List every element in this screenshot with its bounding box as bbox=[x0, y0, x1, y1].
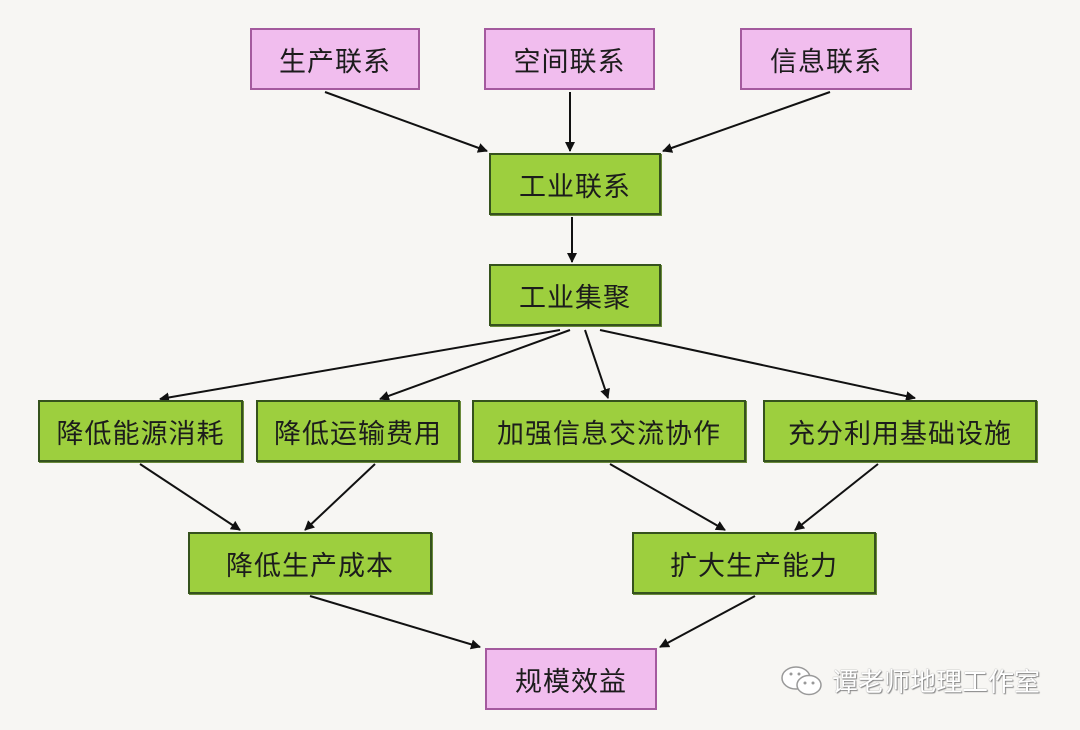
arrow bbox=[662, 91, 831, 153]
arrow bbox=[159, 329, 561, 403]
watermark-text: 谭老师地理工作室 bbox=[832, 668, 1041, 698]
node-industrial-linkage: 工业联系 bbox=[489, 153, 661, 215]
arrow bbox=[139, 463, 241, 531]
node-reduce-transport: 降低运输费用 bbox=[256, 400, 460, 462]
arrow bbox=[659, 595, 756, 648]
watermark: 谭老师地理工作室 bbox=[780, 662, 1040, 699]
node-production-linkage: 生产联系 bbox=[250, 28, 420, 90]
node-reduce-energy: 降低能源消耗 bbox=[38, 400, 243, 462]
node-scale-economies: 规模效益 bbox=[485, 648, 657, 710]
arrow bbox=[309, 595, 481, 650]
node-expand-capacity: 扩大生产能力 bbox=[632, 532, 876, 594]
arrow bbox=[379, 329, 571, 401]
node-infrastructure: 充分利用基础设施 bbox=[763, 400, 1037, 462]
arrow bbox=[609, 463, 726, 531]
node-industrial-agglomeration: 工业集聚 bbox=[489, 264, 661, 326]
arrow bbox=[599, 329, 916, 401]
node-spatial-linkage: 空间联系 bbox=[484, 28, 655, 90]
node-information-linkage: 信息联系 bbox=[740, 28, 912, 90]
node-information-cooperation: 加强信息交流协作 bbox=[472, 400, 746, 462]
arrow bbox=[584, 329, 610, 399]
arrow bbox=[324, 91, 488, 153]
arrow bbox=[794, 463, 879, 531]
arrow bbox=[304, 463, 376, 531]
node-reduce-cost: 降低生产成本 bbox=[188, 532, 432, 594]
wechat-icon bbox=[781, 665, 822, 695]
